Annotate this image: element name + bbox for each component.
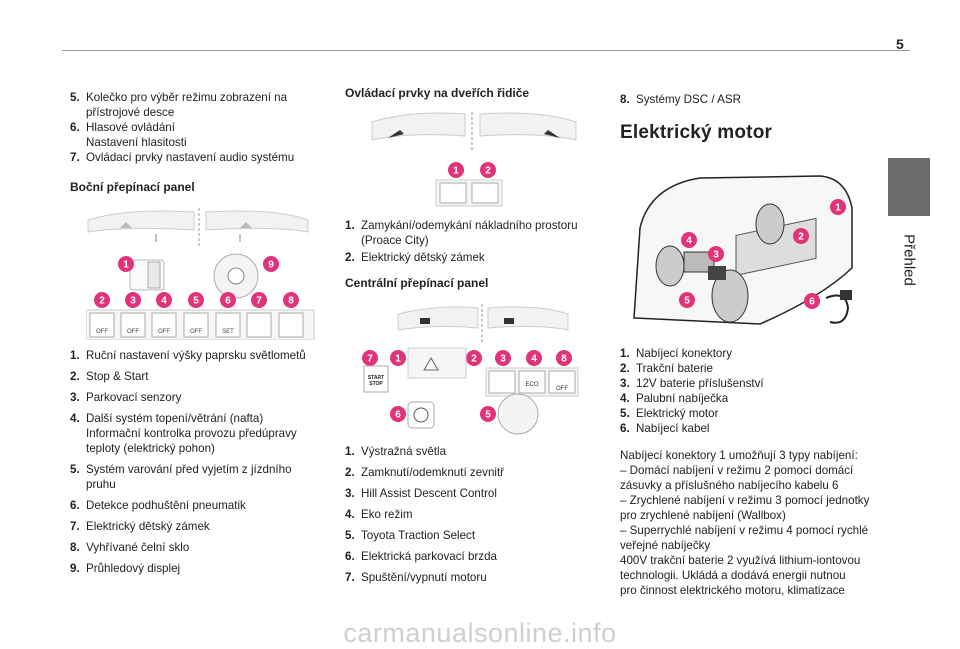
svg-text:9: 9: [268, 260, 274, 271]
list-item: 1.Výstražná světla: [345, 445, 447, 458]
list-item: 6.Detekce podhuštění pneumatik: [70, 499, 246, 512]
svg-text:6: 6: [225, 296, 231, 307]
col3-item-list: 1.Nabíjecí konektory 2.Trakční baterie 3…: [620, 346, 870, 436]
para-line: – Zrychlené nabíjení v režimu 3 pomocí j…: [620, 494, 870, 507]
para-line: pro činnost elektrického motoru, klimati…: [620, 584, 845, 597]
col1-top-list: 5.Kolečko pro výběr režimu zobrazení na …: [70, 90, 320, 165]
list-item: 4.Další systém topení/větrání (nafta) In…: [70, 412, 297, 455]
list-item: 9.Průhledový displej: [70, 562, 181, 575]
svg-text:2: 2: [471, 354, 477, 365]
svg-text:1: 1: [453, 166, 459, 177]
svg-text:OFF: OFF: [158, 329, 170, 335]
list-item: 1.Ruční nastavení výšky paprsku světlome…: [70, 349, 306, 362]
header-rule: [62, 50, 910, 51]
list-item: 1.Zamykání/odemykání nákladního prostoru…: [345, 219, 578, 247]
para-line: zásuvky a příslušného nabíjecího kabelu …: [620, 479, 839, 492]
svg-text:3: 3: [130, 296, 136, 307]
section-heading: Boční přepínací panel: [70, 180, 195, 194]
svg-text:OFF: OFF: [127, 329, 139, 335]
svg-text:6: 6: [809, 297, 815, 308]
svg-text:ECO: ECO: [525, 382, 538, 388]
list-item: 3.Parkovací senzory: [70, 391, 182, 404]
list-item: 2.Stop & Start: [70, 370, 149, 383]
svg-text:4: 4: [686, 236, 692, 247]
watermark: carmanualsonline.info: [343, 618, 617, 648]
svg-text:OFF: OFF: [556, 386, 568, 392]
list-item: 5.Elektrický motor: [620, 407, 719, 420]
para-line: – Superrychlé nabíjení v režimu 4 pomocí…: [620, 524, 869, 537]
svg-text:1: 1: [835, 203, 841, 214]
list-item: 2.Trakční baterie: [620, 362, 713, 375]
side-panel-illustration: 1 9 2 3 4 5 6 7 8 OFF OFF OFF OFF SET: [86, 208, 315, 340]
svg-text:6: 6: [395, 410, 401, 421]
list-item: 1.Nabíjecí konektory: [620, 347, 733, 360]
col3-top-item: 8.Systémy DSC / ASR: [620, 92, 870, 107]
svg-text:2: 2: [485, 166, 491, 177]
list-item: 4.Palubní nabíječka: [620, 392, 729, 405]
list-item: 8.Systémy DSC / ASR: [620, 93, 742, 106]
svg-text:1: 1: [395, 354, 401, 365]
svg-text:2: 2: [99, 296, 105, 307]
svg-text:SET: SET: [222, 329, 234, 335]
svg-text:2: 2: [798, 232, 804, 243]
svg-text:1: 1: [123, 260, 129, 271]
svg-text:3: 3: [500, 354, 506, 365]
list-item: 3.12V baterie příslušenství: [620, 377, 764, 390]
list-item: 7.Spuštění/vypnutí motoru: [345, 571, 487, 584]
center-panel-illustration: 7 1 2 3 4 8 6 5 START STOP ECO OFF: [362, 304, 579, 435]
svg-text:START: START: [368, 375, 384, 381]
side-tab-marker: [888, 158, 930, 216]
col2-door-list: 1.Zamykání/odemykání nákladního prostoru…: [345, 218, 595, 265]
section-title: Elektrický motor: [620, 122, 773, 143]
para-line: veřejné nabíječky: [620, 539, 711, 552]
list-item: 2.Zamknutí/odemknutí zevnitř: [345, 466, 505, 479]
side-tab-label: Přehled: [900, 234, 918, 286]
svg-text:7: 7: [367, 354, 373, 365]
para-line: pro zrychlené nabíjení (Wallbox): [620, 509, 786, 522]
door-controls-illustration: 1 2: [371, 112, 577, 207]
svg-text:8: 8: [288, 296, 294, 307]
svg-text:5: 5: [193, 296, 199, 307]
svg-text:4: 4: [531, 354, 537, 365]
list-item: 5.Toyota Traction Select: [345, 529, 476, 542]
svg-text:OFF: OFF: [190, 329, 202, 335]
svg-text:5: 5: [684, 296, 690, 307]
side-tab-label-box: Přehled: [888, 220, 930, 300]
list-item: 6.Nabíjecí kabel: [620, 422, 710, 435]
list-item: 3.Hill Assist Descent Control: [345, 487, 497, 500]
list-item: 8.Vyhřívané čelní sklo: [70, 541, 190, 554]
page-number: 5: [896, 36, 904, 52]
list-item: 7.Ovládací prvky nastavení audio systému: [70, 151, 295, 164]
section-heading: Centrální přepínací panel: [345, 276, 489, 290]
svg-text:OFF: OFF: [96, 329, 108, 335]
para-line: Nabíjecí konektory 1 umožňují 3 typy nab…: [620, 449, 858, 462]
list-item: 4.Eko režim: [345, 508, 413, 521]
electric-motor-illustration: 1 2 3 4 5 6: [633, 175, 853, 325]
list-item: 5.Kolečko pro výběr režimu zobrazení na …: [70, 91, 288, 119]
svg-text:3: 3: [713, 250, 719, 261]
list-item: 6.Hlasové ovládání Nastavení hlasitosti: [70, 121, 187, 149]
svg-text:7: 7: [256, 296, 262, 307]
para-line: technologii. Ukládá a dodává energii nut…: [620, 569, 846, 582]
charging-paragraph: Nabíjecí konektory 1 umožňují 3 typy nab…: [620, 448, 882, 598]
list-item: 6.Elektrická parkovací brzda: [345, 550, 497, 563]
svg-text:5: 5: [485, 410, 491, 421]
col2-center-list: 1.Výstražná světla 2.Zamknutí/odemknutí …: [345, 444, 595, 585]
para-line: 400V trakční baterie 2 využívá lithium-i…: [620, 554, 861, 567]
list-item: 2.Elektrický dětský zámek: [345, 251, 485, 264]
para-line: – Domácí nabíjení v režimu 2 pomocí domá…: [620, 464, 854, 477]
svg-text:8: 8: [561, 354, 567, 365]
svg-text:STOP: STOP: [369, 381, 383, 387]
list-item: 7.Elektrický dětský zámek: [70, 520, 210, 533]
list-item: 5.Systém varování před vyjetím z jízdníh…: [70, 463, 292, 491]
col1-item-list: 1.Ruční nastavení výšky paprsku světlome…: [70, 348, 320, 576]
svg-text:4: 4: [161, 296, 167, 307]
section-heading: Ovládací prvky na dveřích řidiče: [345, 86, 530, 100]
